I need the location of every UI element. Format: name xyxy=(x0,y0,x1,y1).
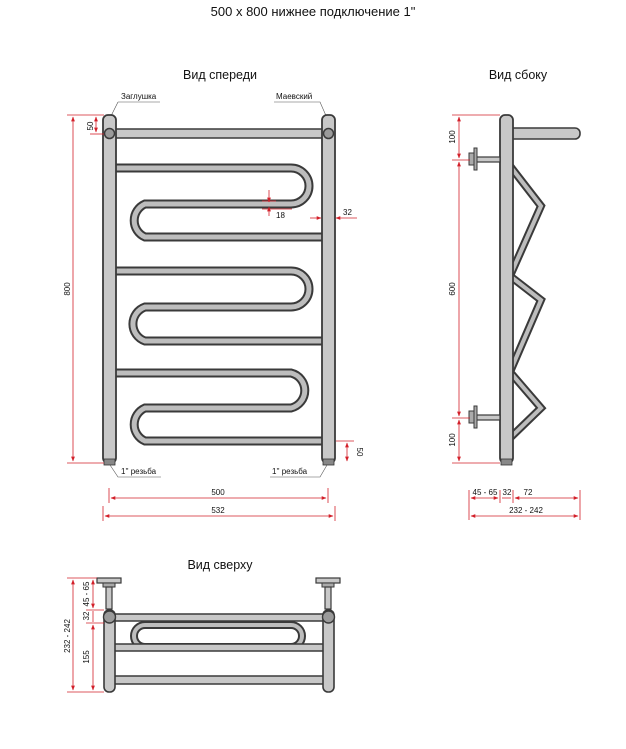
top-rail-middle xyxy=(109,643,329,652)
thread-right-label: 1'' резьба xyxy=(272,467,308,476)
dim-front-width-inner: 500 xyxy=(108,488,329,503)
dim-top-total-label: 232 - 242 xyxy=(63,619,72,653)
dim-side-total-label: 232 - 242 xyxy=(509,506,543,515)
dim-side-horizontal: 45 - 65 32 72 232 - 242 xyxy=(468,488,581,520)
top-left-riser xyxy=(103,609,116,693)
dim-front-riser: 32 xyxy=(310,208,357,220)
side-top-arm xyxy=(503,127,581,140)
side-top-bracket xyxy=(468,147,501,171)
dim-front-bottom-label: 50 xyxy=(355,448,364,457)
mayevsky-label: Маевский xyxy=(276,92,312,101)
dim-front-top-label: 50 xyxy=(86,121,95,130)
front-left-riser xyxy=(102,114,117,464)
thread-left-label: 1'' резьба xyxy=(121,467,157,476)
side-riser xyxy=(499,114,514,464)
dim-front-width-outer: 532 xyxy=(102,506,336,521)
dim-side-vertical: 100 600 100 xyxy=(448,114,500,464)
mayevsky-leader xyxy=(274,101,328,119)
side-view: Вид сбоку 100 600 xyxy=(448,68,581,520)
top-rail-front xyxy=(109,675,329,685)
dim-front-height-label: 800 xyxy=(63,282,72,296)
front-coil xyxy=(112,163,327,446)
top-rail-back xyxy=(109,613,329,622)
dim-top-vertical: 232 - 242 45 - 65 32 155 xyxy=(63,577,104,693)
page-title: 500 x 800 нижнее подключение 1" xyxy=(211,4,416,19)
front-view-heading: Вид спереди xyxy=(183,68,257,82)
dim-top-riser-label: 32 xyxy=(82,611,91,620)
dim-side-arm-label: 72 xyxy=(524,488,533,497)
plug-cap-icon xyxy=(103,127,116,140)
dim-top-depth-label: 155 xyxy=(82,650,91,664)
top-right-bracket xyxy=(315,577,341,610)
dim-front-gap-label: 18 xyxy=(276,211,285,220)
right-thread-stub xyxy=(322,458,335,466)
dim-front-gap: 18 xyxy=(262,190,292,220)
dim-front-bottom-offset: 50 xyxy=(336,440,364,462)
top-right-riser xyxy=(322,609,335,693)
dim-side-bottom-label: 100 xyxy=(448,433,457,447)
side-bottom-bracket xyxy=(468,405,501,429)
plug-label: Заглушка xyxy=(121,92,157,101)
front-top-bar xyxy=(109,128,329,139)
side-coil xyxy=(505,162,547,442)
dim-front-height: 800 xyxy=(63,114,104,464)
top-left-cap-icon xyxy=(102,610,117,624)
front-right-riser xyxy=(321,114,336,464)
dim-side-riser-label: 32 xyxy=(503,488,512,497)
dim-front-width-outer-label: 532 xyxy=(211,506,225,515)
dim-top-wall-label: 45 - 65 xyxy=(82,581,91,606)
front-view: Вид спереди Заглушка Маевский 800 xyxy=(63,68,364,521)
dim-front-top-offset: 50 xyxy=(86,116,104,135)
thread-right-leader xyxy=(270,464,328,478)
dim-front-riser-label: 32 xyxy=(343,208,352,217)
dim-front-width-inner-label: 500 xyxy=(211,488,225,497)
plug-leader xyxy=(109,101,160,119)
side-view-heading: Вид сбоку xyxy=(489,68,548,82)
top-view-heading: Вид сверху xyxy=(187,558,253,572)
left-thread-stub xyxy=(103,458,116,466)
dim-side-middle-label: 600 xyxy=(448,282,457,296)
mayevsky-valve-icon xyxy=(322,127,335,140)
top-view: Вид сверху xyxy=(63,558,341,693)
top-right-cap-icon xyxy=(321,610,336,624)
top-left-bracket xyxy=(96,577,122,610)
dim-side-wall-label: 45 - 65 xyxy=(473,488,498,497)
thread-left-leader xyxy=(109,464,161,478)
dim-side-top-label: 100 xyxy=(448,130,457,144)
